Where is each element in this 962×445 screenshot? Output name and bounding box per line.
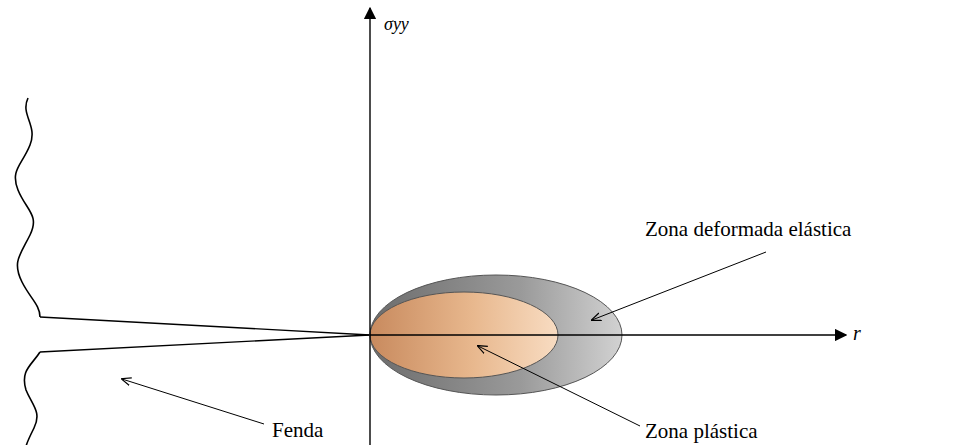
zone-label: Zona deformada elástica	[645, 217, 851, 241]
leader-line	[478, 346, 640, 426]
zone-label: Zona plástica	[645, 419, 758, 443]
axis-label: σyy	[384, 14, 409, 35]
leader-line	[592, 252, 766, 320]
stress-axis	[369, 8, 370, 445]
crack-face	[40, 335, 370, 352]
crack-label: Fenda	[272, 418, 323, 442]
axis-label: r	[853, 322, 861, 345]
distance-axis	[370, 334, 846, 335]
leader-line	[122, 379, 264, 424]
specimen-edge	[15, 98, 40, 317]
specimen-edge	[24, 352, 40, 445]
crack-face	[40, 317, 370, 335]
